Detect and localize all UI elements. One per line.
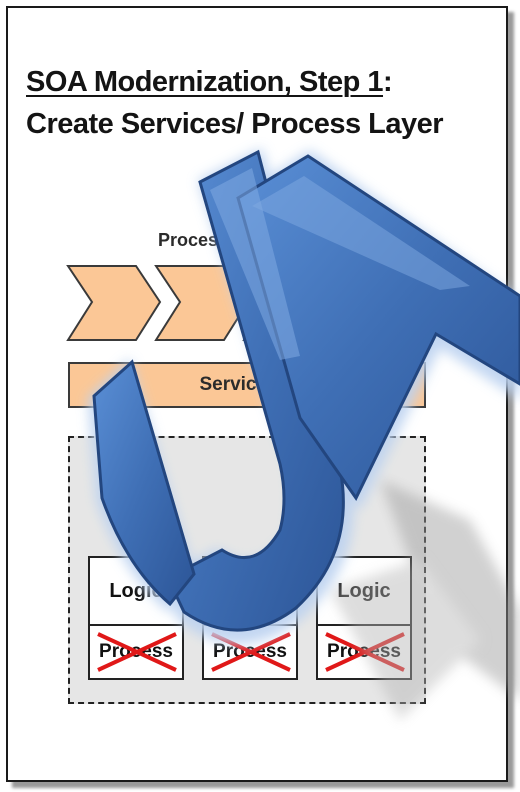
chevron-3 (242, 265, 338, 341)
application-1: Logic Process (88, 556, 184, 680)
logic-label: Logic (90, 558, 182, 626)
red-cross-icon (97, 632, 177, 672)
chevron-1 (66, 265, 162, 341)
services-layer-label: Services L (199, 374, 295, 395)
logic-label (204, 558, 296, 626)
process-cell: Process (90, 626, 182, 678)
title-underlined-text: SOA Modernization, Step 1 (26, 66, 384, 98)
legacy-applications-box: Logic Process Process Logic Process (68, 436, 426, 704)
process-cell: Process (318, 626, 410, 678)
title-colon: : (383, 66, 393, 98)
services-layer-bar: Services L (68, 362, 426, 408)
slide-title-line-2: Create Services/ Process Layer (26, 108, 444, 140)
chevron-2 (154, 265, 250, 341)
red-cross-icon (325, 632, 405, 672)
slide-title-line-1: SOA Modernization, Step 1: (26, 66, 393, 99)
application-3: Logic Process (316, 556, 412, 680)
chevron-4 (330, 265, 426, 341)
slide: SOA Modernization, Step 1: Create Servic… (6, 6, 508, 782)
application-2: Process (202, 556, 298, 680)
red-cross-icon (211, 632, 291, 672)
logic-label: Logic (318, 558, 410, 626)
process-cell: Process (204, 626, 296, 678)
